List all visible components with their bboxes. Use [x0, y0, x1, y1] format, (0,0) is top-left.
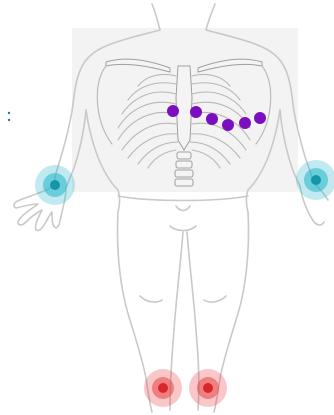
chest-electrode-v5: [239, 117, 251, 129]
sternum: [176, 66, 192, 150]
chest-electrode-v1: [167, 105, 179, 117]
left-arm-electrode: [35, 165, 75, 205]
chest-electrode-v3: [206, 113, 218, 125]
right-leg-electrode: [144, 369, 182, 407]
chest-electrode-v2: [190, 106, 202, 118]
chest-electrode-v4: [222, 119, 234, 131]
left-leg-electrode: [189, 369, 227, 407]
chest-electrode-v6: [254, 112, 266, 124]
